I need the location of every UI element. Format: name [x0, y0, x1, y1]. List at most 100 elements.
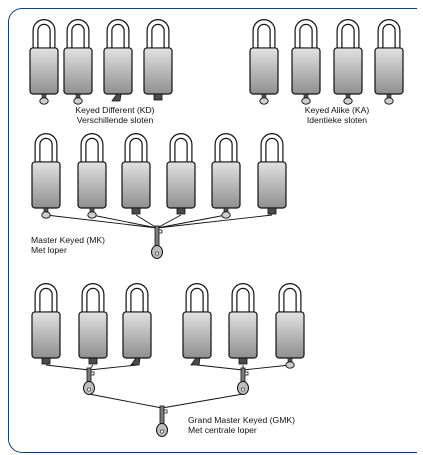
- padlock-body: [121, 161, 151, 209]
- key-tree-line: [135, 214, 158, 229]
- key-hole: [241, 387, 245, 392]
- key-tree-line: [196, 364, 244, 371]
- padlock: [29, 19, 59, 105]
- padlock-body: [182, 311, 212, 359]
- padlock-body: [31, 161, 61, 209]
- padlock-shackle-highlight: [253, 20, 275, 50]
- key-hole: [160, 429, 164, 434]
- padlock: [122, 283, 152, 366]
- key-bow: [343, 97, 353, 105]
- key-bow: [39, 97, 49, 105]
- master-keys: [83, 225, 249, 437]
- key-bit: [245, 371, 249, 376]
- padlock: [121, 133, 151, 215]
- padlock-body: [211, 161, 241, 209]
- key-stub: [153, 93, 163, 101]
- master-key: [151, 225, 163, 259]
- padlock-shackle-highlight: [378, 20, 400, 50]
- key-tree-line: [45, 364, 90, 371]
- padlock: [249, 19, 279, 105]
- padlock-shackle-highlight: [35, 134, 57, 164]
- padlock-shackle-highlight: [295, 20, 317, 50]
- caption-grand-master-keyed-subtitle: Met centrale loper: [188, 424, 257, 435]
- padlock-body: [257, 161, 287, 209]
- caption-keyed-different: Keyed Different (KD) Verschillende slote…: [59, 105, 171, 125]
- key-tree-line: [156, 214, 227, 229]
- key-blade: [86, 367, 92, 383]
- padlock-shackle-highlight: [261, 134, 283, 164]
- padlock-body: [374, 47, 404, 95]
- padlock-body: [275, 311, 305, 359]
- padlocks: [29, 19, 404, 369]
- key-bow: [41, 211, 51, 219]
- padlock: [31, 133, 61, 219]
- padlock-shackle-highlight: [147, 20, 169, 50]
- diagram-frame: [8, 8, 418, 453]
- key-tree-line: [156, 214, 182, 229]
- key-bit: [91, 371, 95, 376]
- padlock: [166, 133, 196, 215]
- key-stub: [130, 357, 141, 366]
- padlock: [63, 19, 93, 105]
- padlock-shackle-highlight: [186, 284, 208, 314]
- padlock-body: [333, 47, 363, 95]
- padlock-body: [63, 47, 93, 95]
- caption-master-keyed-subtitle: Met loper: [31, 244, 67, 255]
- key-tree-line: [88, 364, 138, 371]
- padlock-shackle-highlight: [170, 134, 192, 164]
- key-tree-line: [242, 364, 291, 371]
- master-key-right: [237, 367, 249, 395]
- key-blade: [240, 367, 246, 383]
- key-tree-line: [45, 214, 158, 229]
- key-stub: [131, 207, 141, 215]
- padlock: [31, 283, 61, 365]
- key-tree-line: [91, 214, 158, 229]
- caption-keyed-different-title: Keyed Different (KD): [75, 105, 155, 115]
- padlock: [291, 19, 321, 105]
- padlock-body: [166, 161, 196, 209]
- key-bow: [259, 97, 269, 105]
- key-bow: [221, 211, 231, 219]
- caption-keyed-alike-title: Keyed Alike (KA): [304, 105, 370, 115]
- frame-gap: [417, 8, 419, 453]
- padlock-shackle-highlight: [126, 284, 148, 314]
- padlock: [228, 283, 258, 365]
- caption-keyed-alike: Keyed Alike (KA) Identieke sloten: [286, 105, 388, 125]
- padlock-body: [122, 311, 152, 359]
- padlock-body: [291, 47, 321, 95]
- padlock: [275, 283, 305, 369]
- key-hole: [155, 251, 159, 256]
- padlock-body: [103, 47, 133, 95]
- padlock: [211, 133, 241, 219]
- padlock-shackle-highlight: [279, 284, 301, 314]
- key-tree-line: [161, 393, 244, 409]
- padlock: [103, 19, 133, 102]
- padlock-body: [31, 311, 61, 359]
- key-stub: [41, 357, 51, 365]
- padlock-shackle-highlight: [33, 20, 55, 50]
- key-stub: [88, 357, 98, 365]
- padlock-shackle-highlight: [337, 20, 359, 50]
- padlock: [143, 19, 173, 101]
- caption-grand-master-keyed: Grand Master Keyed (GMK) Met centrale lo…: [188, 415, 295, 435]
- key-stub: [267, 207, 277, 215]
- key-bit: [159, 229, 163, 234]
- caption-keyed-different-subtitle: Verschillende sloten: [76, 114, 154, 125]
- key-stub: [176, 207, 186, 215]
- key-tree-lines: [45, 214, 291, 409]
- key-tree-line: [156, 214, 273, 229]
- padlock: [374, 19, 404, 105]
- key-stub: [111, 93, 122, 102]
- grand-master-key: [156, 405, 168, 437]
- key-stub: [190, 357, 201, 366]
- key-blade: [154, 225, 160, 247]
- padlock-body: [228, 311, 258, 359]
- key-bow: [384, 97, 394, 105]
- caption-grand-master-keyed-title: Grand Master Keyed (GMK): [188, 415, 295, 425]
- padlock-shackle-highlight: [81, 134, 103, 164]
- key-stub: [238, 357, 248, 365]
- caption-master-keyed: Master Keyed (MK) Met loper: [31, 235, 105, 255]
- padlock-shackle-highlight: [215, 134, 237, 164]
- padlock: [78, 283, 108, 365]
